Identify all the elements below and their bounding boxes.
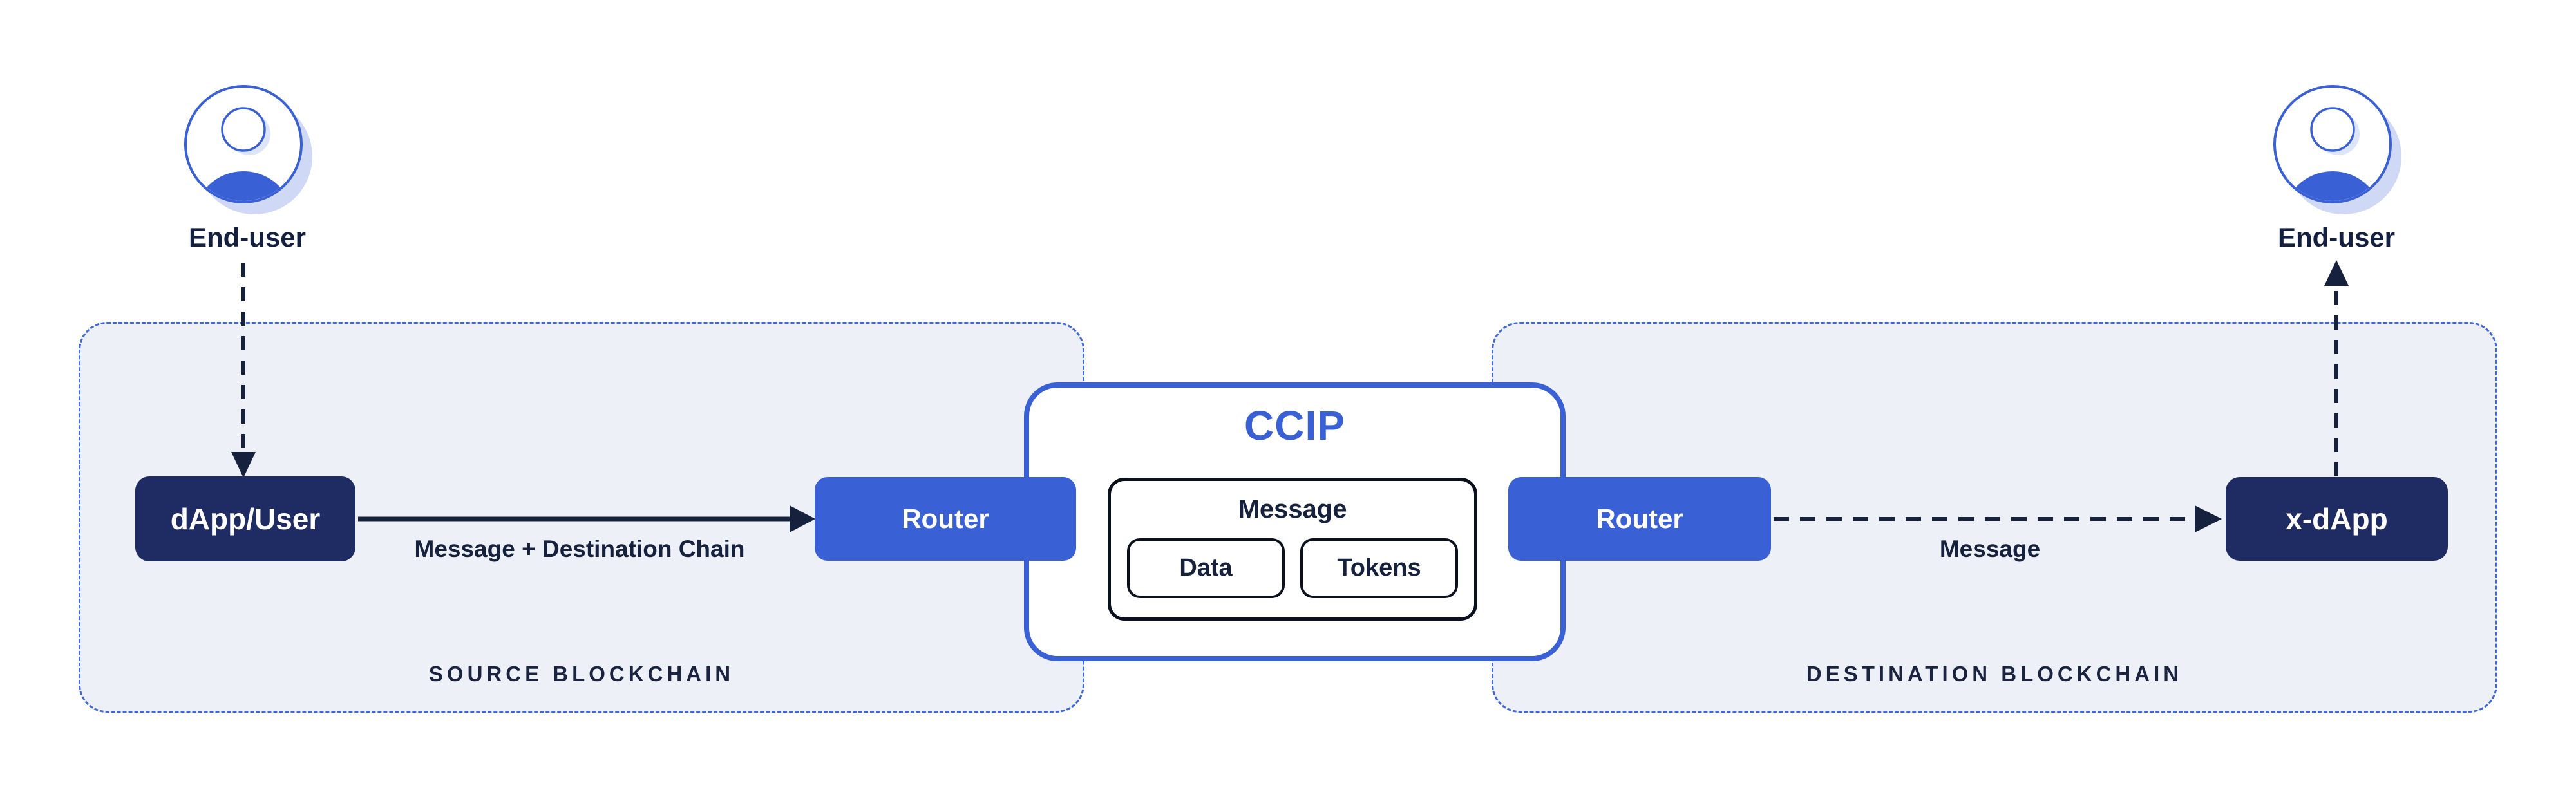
arrow-enduser-to-dapp (231, 263, 256, 478)
source-blockchain-label: SOURCE BLOCKCHAIN (428, 662, 735, 686)
dapp-user-node: dApp/User (135, 476, 355, 561)
destination-blockchain-label: DESTINATION BLOCKCHAIN (1806, 662, 2183, 686)
arrow-router-to-xdapp (1774, 505, 2222, 532)
router-to-xdapp-arrow-label: Message (1939, 536, 2041, 562)
ccip-message-label: Message (1238, 495, 1347, 523)
destination-router-node: Router (1508, 477, 1771, 561)
ccip-box: CCIP Message Data Tokens (1024, 382, 1566, 661)
ccip-tokens-box: Tokens (1300, 538, 1458, 598)
xdapp-node: x-dApp (2226, 477, 2448, 561)
end-user-icon (184, 85, 312, 214)
source-router-node: Router (815, 477, 1076, 561)
end-user-icon (2273, 85, 2401, 214)
ccip-title: CCIP (1244, 402, 1345, 449)
destination-end-user-label: End-user (2277, 222, 2396, 252)
ccip-data-box: Data (1127, 538, 1285, 598)
arrow-dapp-to-router (358, 505, 815, 532)
source-end-user-label: End-user (188, 222, 307, 252)
dapp-to-router-arrow-label: Message + Destination Chain (414, 536, 745, 562)
arrow-xdapp-to-enduser (2324, 260, 2349, 476)
ccip-message-box: Message Data Tokens (1108, 478, 1477, 621)
